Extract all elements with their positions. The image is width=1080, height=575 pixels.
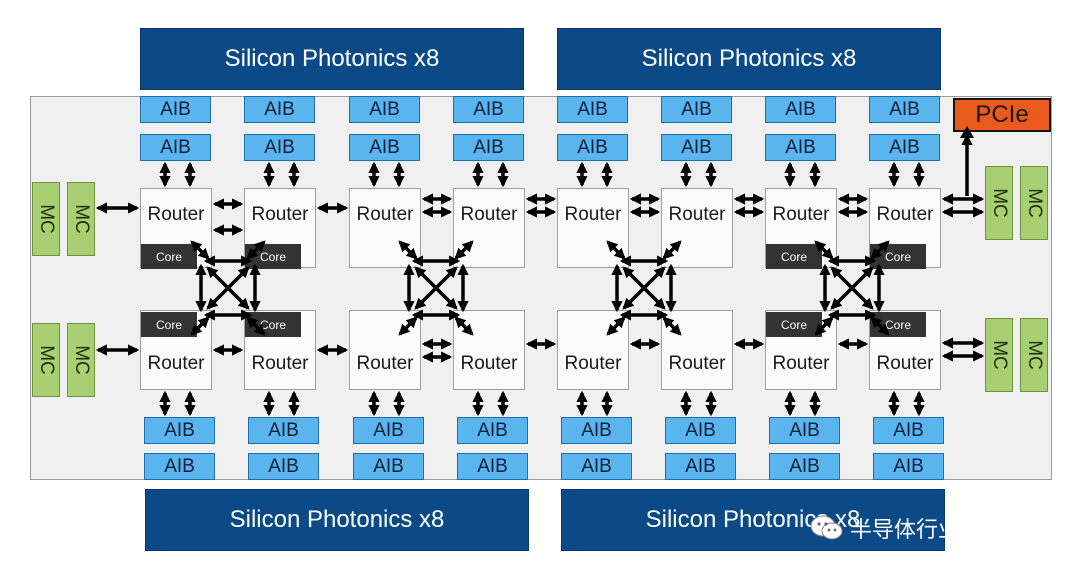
router-label: Router bbox=[668, 204, 726, 225]
router-label: Router bbox=[356, 204, 414, 225]
router-label: Router bbox=[147, 204, 205, 225]
aib-bottom-2: AIB bbox=[561, 453, 632, 480]
aib-bottom-2: AIB bbox=[248, 453, 319, 480]
aib-top-2: AIB bbox=[661, 134, 732, 161]
watermark-text: 半导体行业观察 bbox=[850, 517, 1005, 542]
router-label: Router bbox=[460, 353, 518, 374]
aib-top-2: AIB bbox=[453, 134, 524, 161]
mc-right-top-outer: MC bbox=[1020, 166, 1048, 240]
router-bottom-4: Router bbox=[453, 310, 525, 390]
aib-bottom-2: AIB bbox=[873, 453, 944, 480]
core-block: Core bbox=[766, 244, 822, 269]
aib-bottom-2: AIB bbox=[353, 453, 424, 480]
core-block: Core bbox=[141, 312, 197, 337]
router-label: Router bbox=[147, 353, 205, 374]
aib-top-2: AIB bbox=[140, 134, 211, 161]
mc-left-bottom-inner: MC bbox=[67, 323, 95, 397]
pcie-arrowhead bbox=[960, 126, 974, 138]
aib-top-1: AIB bbox=[557, 96, 628, 123]
wechat-icon bbox=[810, 515, 843, 540]
aib-bottom-2: AIB bbox=[769, 453, 840, 480]
mc-right-bottom-outer: MC bbox=[1020, 318, 1048, 392]
router-label: Router bbox=[251, 204, 309, 225]
router-label: Router bbox=[460, 204, 518, 225]
mc-right-bottom-inner: MC bbox=[985, 318, 1013, 392]
core-block: Core bbox=[766, 312, 822, 337]
photonics-bottom-left: Silicon Photonics x8 bbox=[145, 489, 529, 551]
mc-left-bottom-outer: MC bbox=[32, 323, 60, 397]
aib-bottom-1: AIB bbox=[248, 417, 319, 444]
aib-bottom-1: AIB bbox=[561, 417, 632, 444]
aib-top-1: AIB bbox=[244, 96, 315, 123]
pcie-block: PCIe bbox=[953, 98, 1051, 132]
aib-top-1: AIB bbox=[765, 96, 836, 123]
watermark: 半导体行业观察 bbox=[810, 508, 1060, 548]
router-label: Router bbox=[564, 353, 622, 374]
aib-top-1: AIB bbox=[349, 96, 420, 123]
aib-top-2: AIB bbox=[349, 134, 420, 161]
photonics-top-left: Silicon Photonics x8 bbox=[140, 28, 524, 90]
photonics-top-right: Silicon Photonics x8 bbox=[557, 28, 941, 90]
aib-top-2: AIB bbox=[557, 134, 628, 161]
router-label: Router bbox=[564, 204, 622, 225]
aib-top-1: AIB bbox=[661, 96, 732, 123]
router-label: Router bbox=[772, 353, 830, 374]
crossbar-3 bbox=[606, 240, 682, 336]
aib-bottom-1: AIB bbox=[457, 417, 528, 444]
aib-bottom-2: AIB bbox=[457, 453, 528, 480]
crossbar-4 bbox=[814, 240, 890, 336]
router-label: Router bbox=[668, 353, 726, 374]
crossbar-1 bbox=[190, 240, 266, 336]
aib-bottom-1: AIB bbox=[665, 417, 736, 444]
aib-bottom-1: AIB bbox=[353, 417, 424, 444]
router-label: Router bbox=[356, 353, 414, 374]
aib-top-2: AIB bbox=[244, 134, 315, 161]
aib-bottom-2: AIB bbox=[144, 453, 215, 480]
router-label: Router bbox=[251, 353, 309, 374]
mc-right-top-inner: MC bbox=[985, 166, 1013, 240]
aib-top-1: AIB bbox=[869, 96, 940, 123]
router-label: Router bbox=[876, 204, 934, 225]
aib-top-1: AIB bbox=[140, 96, 211, 123]
core-block: Core bbox=[141, 244, 197, 269]
router-label: Router bbox=[772, 204, 830, 225]
router-label: Router bbox=[876, 353, 934, 374]
aib-top-2: AIB bbox=[765, 134, 836, 161]
aib-bottom-1: AIB bbox=[873, 417, 944, 444]
aib-bottom-2: AIB bbox=[665, 453, 736, 480]
aib-bottom-1: AIB bbox=[769, 417, 840, 444]
mc-left-top-inner: MC bbox=[67, 182, 95, 256]
aib-top-2: AIB bbox=[869, 134, 940, 161]
crossbar-2 bbox=[398, 240, 474, 336]
mc-left-top-outer: MC bbox=[32, 182, 60, 256]
aib-bottom-1: AIB bbox=[144, 417, 215, 444]
aib-top-1: AIB bbox=[453, 96, 524, 123]
